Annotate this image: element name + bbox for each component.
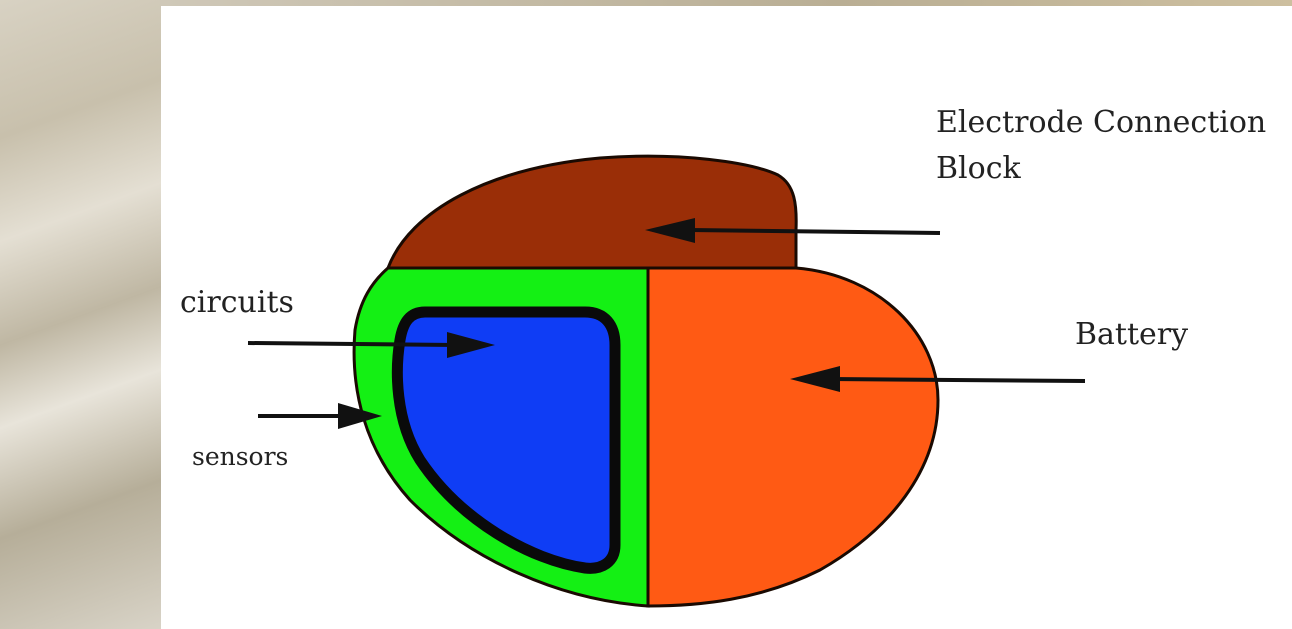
- circuits-region: [397, 312, 615, 568]
- electrode-block: [388, 156, 796, 268]
- battery-region: [648, 268, 938, 606]
- electrode-connection-label-line1: Electrode Connection: [936, 104, 1266, 142]
- electrode-connection-label-line2: Block: [936, 150, 1021, 188]
- circuits-label: circuits: [180, 284, 294, 322]
- sensors-label: sensors: [192, 438, 288, 476]
- battery-label: Battery: [1075, 316, 1188, 354]
